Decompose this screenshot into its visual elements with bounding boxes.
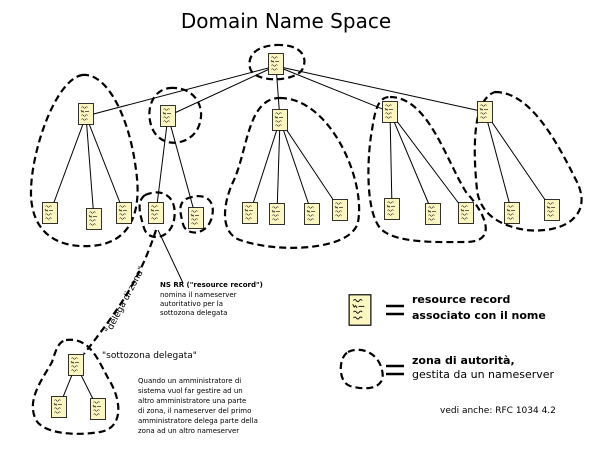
- rr-right2-icon: [477, 101, 493, 123]
- rr-leaf-icon: [384, 198, 400, 220]
- svg-text:di zona, il nameserver del pri: di zona, il nameserver del primo: [138, 407, 251, 415]
- ns-rr-heading: NS RR ("resource record"): [160, 281, 263, 289]
- rr-leaf-icon: [188, 207, 204, 229]
- rr-leaf-icon: [332, 199, 348, 221]
- rr-leaf-icon: [458, 202, 474, 224]
- rr-delegated-top-icon: [68, 354, 84, 376]
- rr-leaf-icon: [116, 202, 132, 224]
- delegation-link: [83, 229, 158, 355]
- diagram-title: Domain Name Space: [181, 9, 391, 33]
- rr-small-top-icon: [160, 105, 176, 127]
- zone-root: [248, 43, 306, 81]
- rr-leaf-icon: [504, 202, 520, 224]
- rr-left-icon: [78, 103, 94, 125]
- zone-left: [29, 73, 139, 248]
- rr-leaf-icon: [269, 203, 285, 225]
- svg-text:zona ad un altro nameserver: zona ad un altro nameserver: [138, 427, 239, 435]
- zone-boundaries: [29, 43, 583, 435]
- legend-zone-line2: gestita da un nameserver: [412, 368, 555, 381]
- ns-rr-line: sottozona delegata: [160, 309, 227, 317]
- rr-leaf-icon: [242, 202, 258, 224]
- reference-note: vedi anche: RFC 1034 4.2: [440, 406, 556, 416]
- explanation-text: Quando un amministratore di sistema vuol…: [138, 377, 258, 435]
- zone-delegated: [31, 338, 120, 435]
- rr-leaf-icon: [304, 203, 320, 225]
- zone-ns-small: [138, 191, 176, 238]
- tree-edges: [49, 65, 553, 410]
- legend-rr-line1: resource record: [412, 293, 510, 306]
- zone-middle: [224, 96, 361, 249]
- rr-leaf-icon: [86, 208, 102, 230]
- rr-leaf-icon: [42, 202, 58, 224]
- ns-rr-line: nomina il nameserver: [160, 291, 237, 299]
- rr-middle-icon: [272, 109, 288, 131]
- zone-legend-sample: [339, 348, 384, 390]
- zone-right2: [473, 90, 583, 232]
- rr-right1-icon: [382, 101, 398, 123]
- rr-leaf-icon: [544, 199, 560, 221]
- zone-right1: [367, 95, 487, 244]
- rr-root-icon: [268, 53, 284, 75]
- rr-leaf-icon: [425, 203, 441, 225]
- legend-zone-line1: zona di autorità,: [412, 354, 515, 367]
- legend-rr-line2: associato con il nome: [412, 309, 546, 322]
- delega-label: "delega di zona": [104, 265, 148, 335]
- ns-rr-line: autoritativo per la: [160, 300, 223, 308]
- zone-small-right: [179, 195, 214, 234]
- svg-text:altro amministratore una parte: altro amministratore una parte: [138, 397, 246, 405]
- rr-delegated-leaf-icon: [90, 398, 106, 420]
- svg-text:sistema vuol far gestire ad un: sistema vuol far gestire ad un: [138, 387, 243, 395]
- rr-ns-icon: [148, 202, 164, 224]
- sottozona-label: "sottozona delegata": [102, 351, 197, 361]
- svg-text:amministratore delega parte de: amministratore delega parte della: [138, 417, 258, 425]
- svg-text:Quando un amministratore di: Quando un amministratore di: [138, 377, 241, 385]
- legend-rr-icon: [348, 294, 372, 326]
- rr-delegated-leaf-icon: [51, 396, 67, 418]
- legend: resource record associato con il nome zo…: [348, 293, 555, 381]
